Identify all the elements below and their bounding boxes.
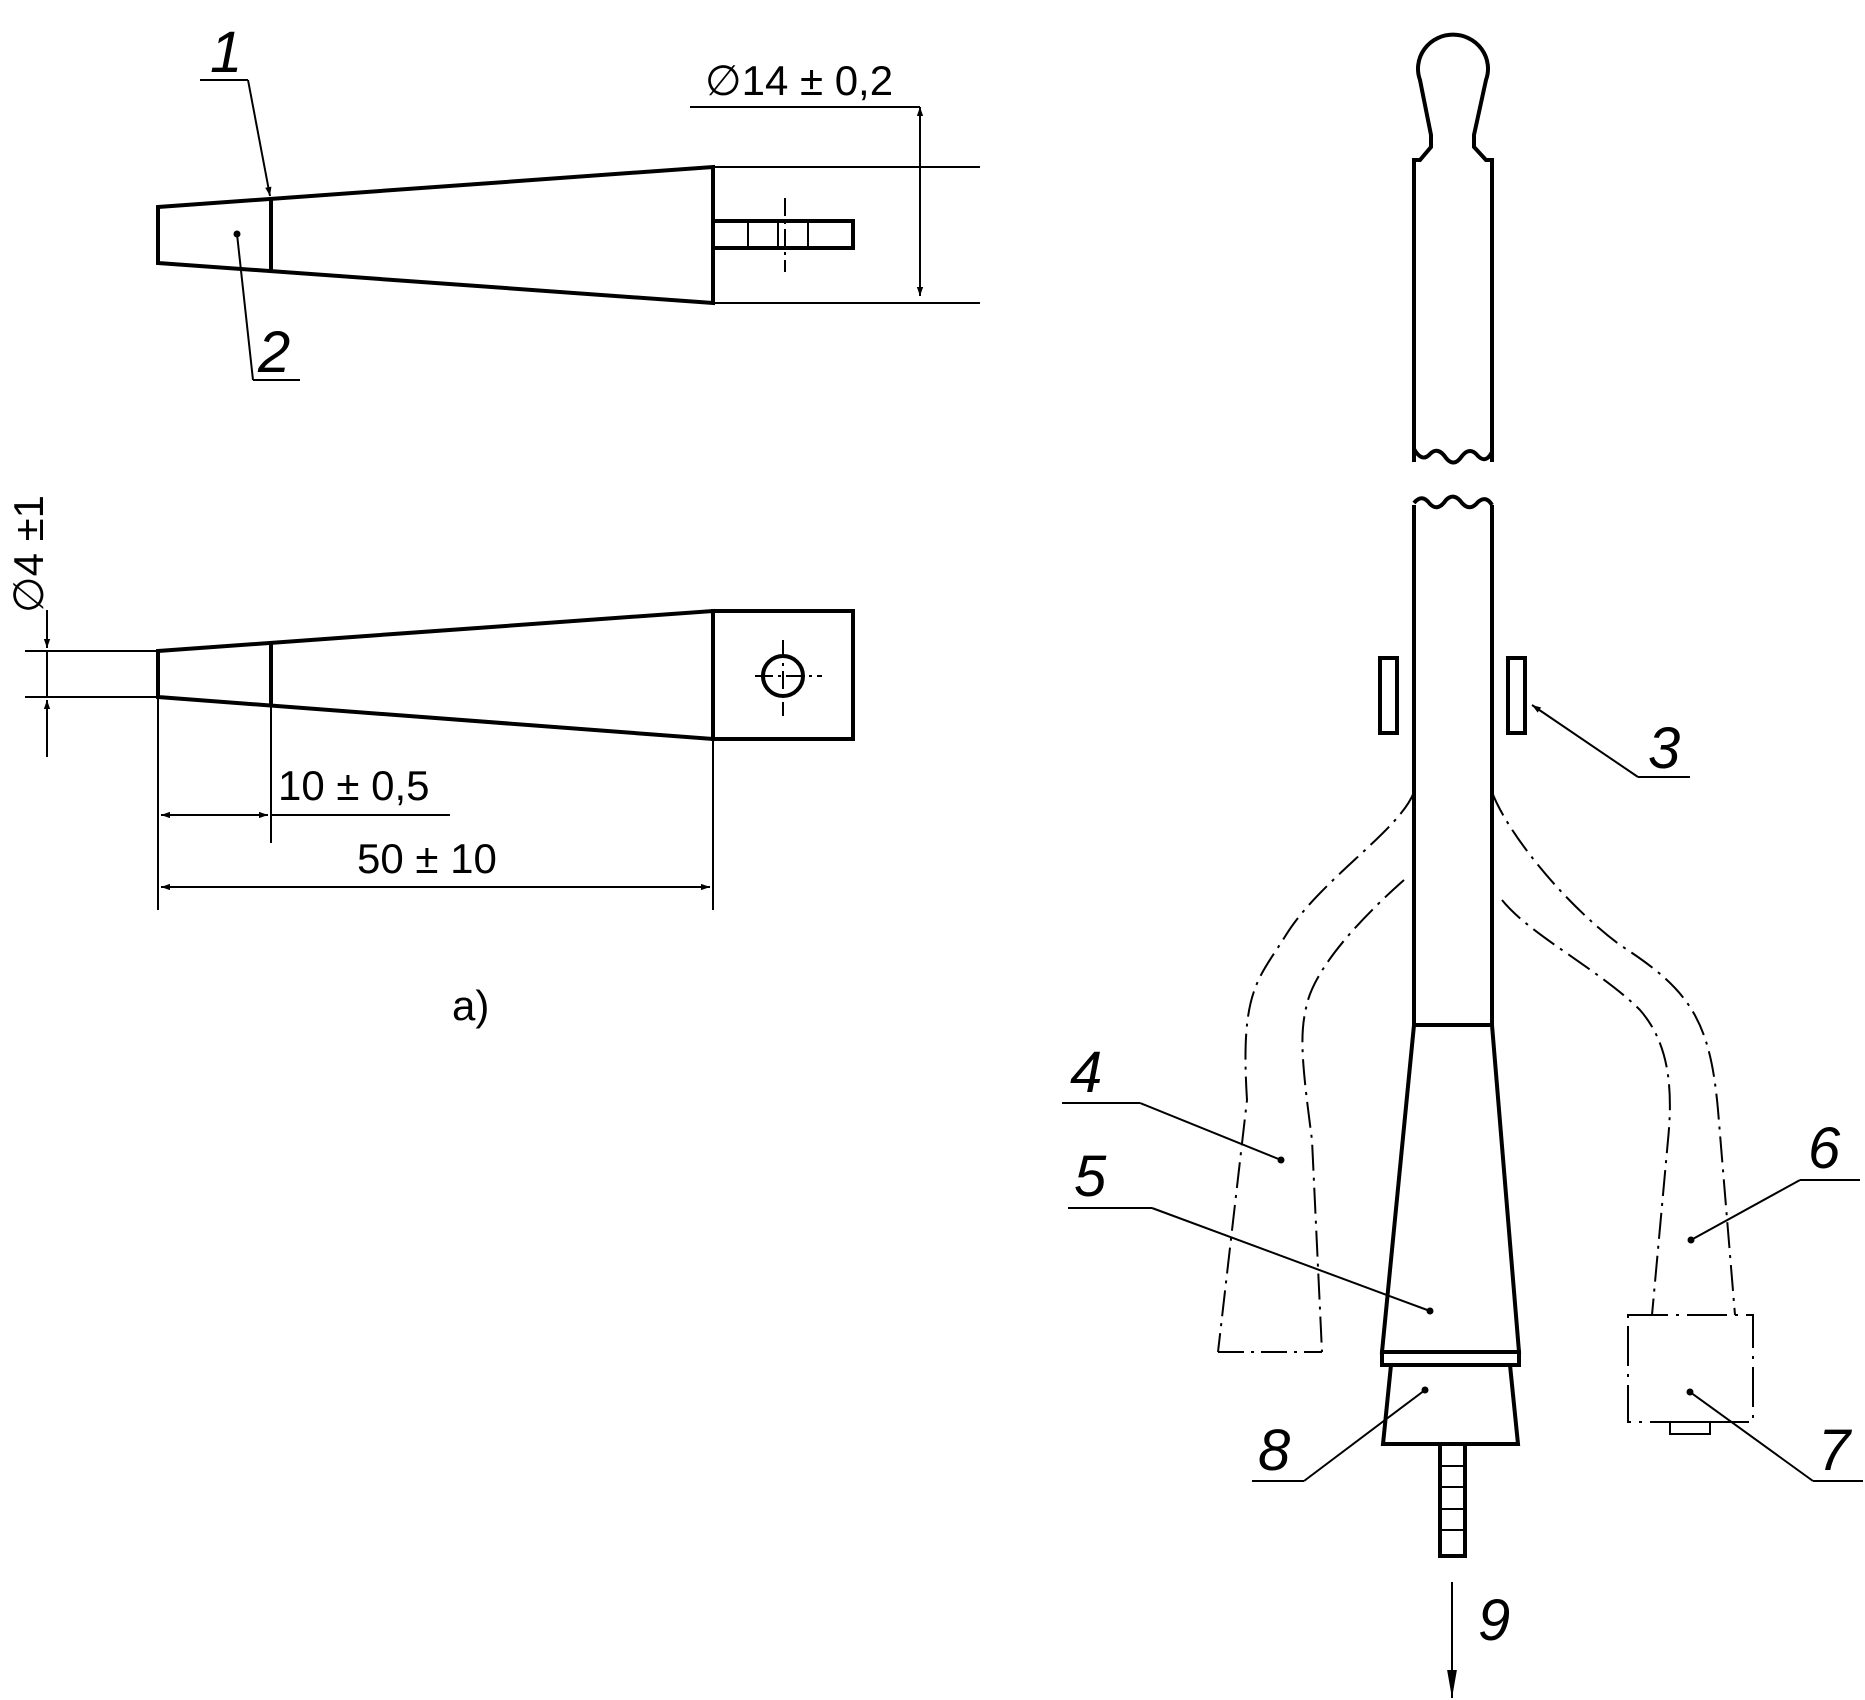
figure-caption: a) [452,982,489,1029]
right-tube-phantom [1491,791,1736,1316]
tip-plan-view [25,608,855,910]
callout-8: 8 [1258,1418,1290,1483]
callout-9: 9 [1478,1588,1510,1653]
callout-8-leader [1252,1386,1429,1482]
dim-diameter-14: ∅14 ± 0,2 [705,57,893,104]
callout-7: 7 [1818,1418,1853,1483]
callout-3-leader [1531,704,1690,778]
callout-3: 3 [1648,716,1680,781]
dim-length-10: 10 ± 0,5 [278,762,430,809]
clamp-right [1506,656,1527,735]
callout-7-leader [1686,1388,1863,1482]
collection-box [1627,1314,1754,1435]
clamp-left [1378,656,1399,735]
dim-length-50: 50 ± 10 [357,835,497,882]
rod-upper [1412,32,1494,465]
callout-1-leader [200,79,272,197]
callout-1: 1 [210,20,242,85]
callout-6: 6 [1808,1116,1841,1181]
dim-diameter-4: ∅4 ±1 [5,495,52,613]
callout-4-leader [1062,1102,1285,1164]
rod-lower [1412,494,1494,1027]
tip-top-view [156,106,980,306]
callout-5: 5 [1074,1144,1107,1209]
callout-2-leader [233,230,300,381]
left-tube-phantom [1217,791,1415,1353]
callout-5-leader [1068,1207,1434,1315]
callout-4: 4 [1070,1040,1102,1105]
callout-6-leader [1687,1179,1860,1244]
outlet-nozzle [1438,1442,1467,1558]
tapered-body [1379,1023,1522,1354]
callout-2: 2 [257,320,290,385]
